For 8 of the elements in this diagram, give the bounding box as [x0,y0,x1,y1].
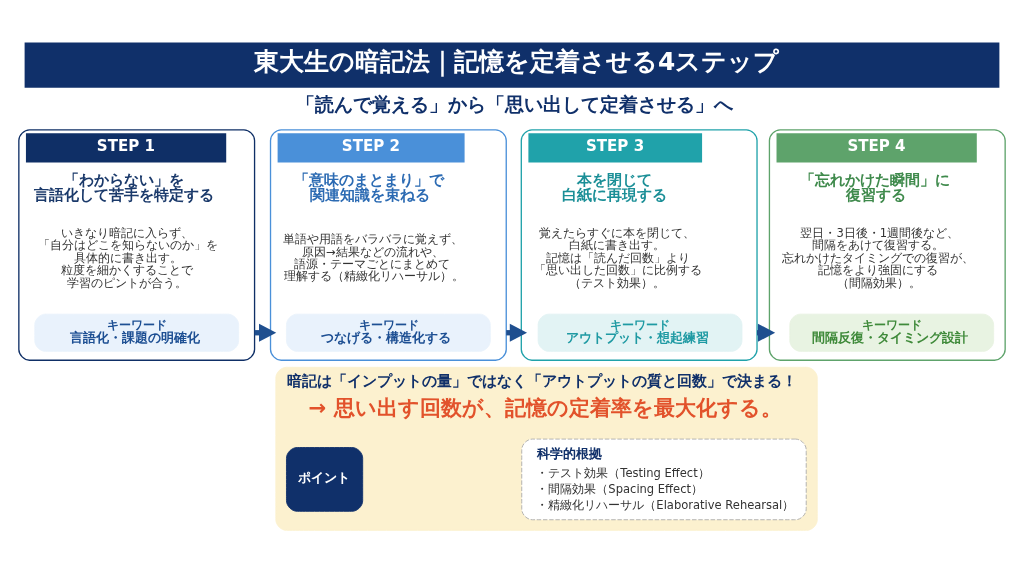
node-box: キーワード つなげる・構造化する [286,313,491,352]
label: 「読んで覚える」から「思い出して定着させる」へ [295,93,733,115]
node-box: キーワード アウトプット・想起練習 [537,313,743,352]
diagram-title: 東大生の暗記法｜記憶を定着させる4ステップ [254,47,780,77]
node-box: キーワード 間隔反復・タイミング設計 [789,313,995,352]
node-box: キーワード 言語化・課題の明確化 [34,313,240,352]
node-box: 科学的根拠 ・テスト効果（Testing Effect） ・間隔効果（Spacing Effect） ・精緻化リハーサル（Elaborative Rehearsal） [521,438,807,521]
node-box: ポイント [286,447,364,512]
